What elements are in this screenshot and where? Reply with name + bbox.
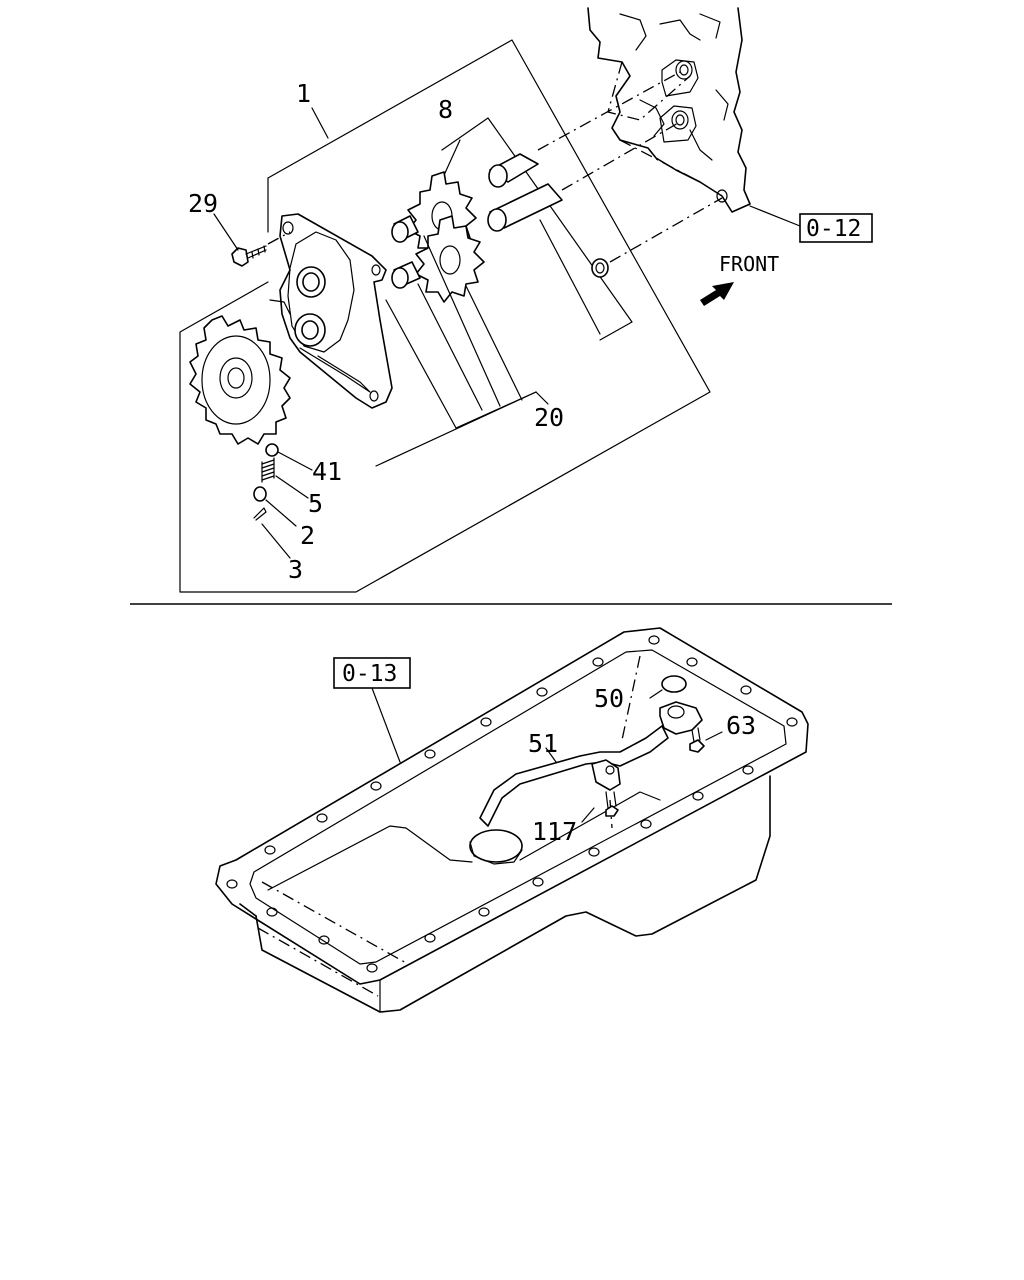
ball-41 (265, 443, 279, 457)
oil-pan-group: 0-13 (215, 627, 809, 1013)
front-label: FRONT (719, 252, 779, 276)
gasket-50 (661, 675, 687, 693)
dowel-pin (591, 258, 609, 278)
shaft-long (487, 183, 563, 232)
reference-box-lower (333, 657, 411, 689)
spring-5 (261, 457, 275, 483)
pin-left-lower (391, 261, 421, 289)
callout-117: 117 (532, 817, 577, 846)
engine-block (587, 7, 751, 213)
callout-29: 29 (188, 189, 218, 218)
reference-label-lower: 0-13 (342, 661, 397, 687)
reference-box-upper (799, 213, 873, 243)
callout-50: 50 (594, 684, 624, 713)
pin-3 (253, 507, 267, 521)
callout-8: 8 (438, 95, 453, 124)
bolt-117 (605, 791, 619, 817)
pin-left-upper (391, 215, 419, 243)
drive-gear (189, 315, 291, 445)
callout-63: 63 (726, 711, 756, 740)
callout-5: 5 (308, 489, 323, 518)
shaft-short (488, 153, 539, 188)
callout-3: 3 (288, 555, 303, 584)
callout-1: 1 (296, 79, 311, 108)
callout-2: 2 (300, 521, 315, 550)
plug-2 (253, 486, 267, 502)
callout-20: 20 (534, 403, 564, 432)
front-arrow-icon (700, 282, 734, 306)
pump-housing (269, 213, 393, 409)
pump-gear-lower (415, 215, 485, 303)
bolt-63 (689, 727, 705, 753)
oil-pump-group: 0-12 FRONT (179, 7, 873, 593)
callout-51: 51 (528, 729, 558, 758)
oil-strainer-pipe (469, 701, 703, 865)
flange-bolt-holes (226, 635, 798, 973)
reference-label-upper: 0-12 (806, 216, 861, 242)
callout-41: 41 (312, 457, 342, 486)
bolt-29 (231, 231, 291, 267)
